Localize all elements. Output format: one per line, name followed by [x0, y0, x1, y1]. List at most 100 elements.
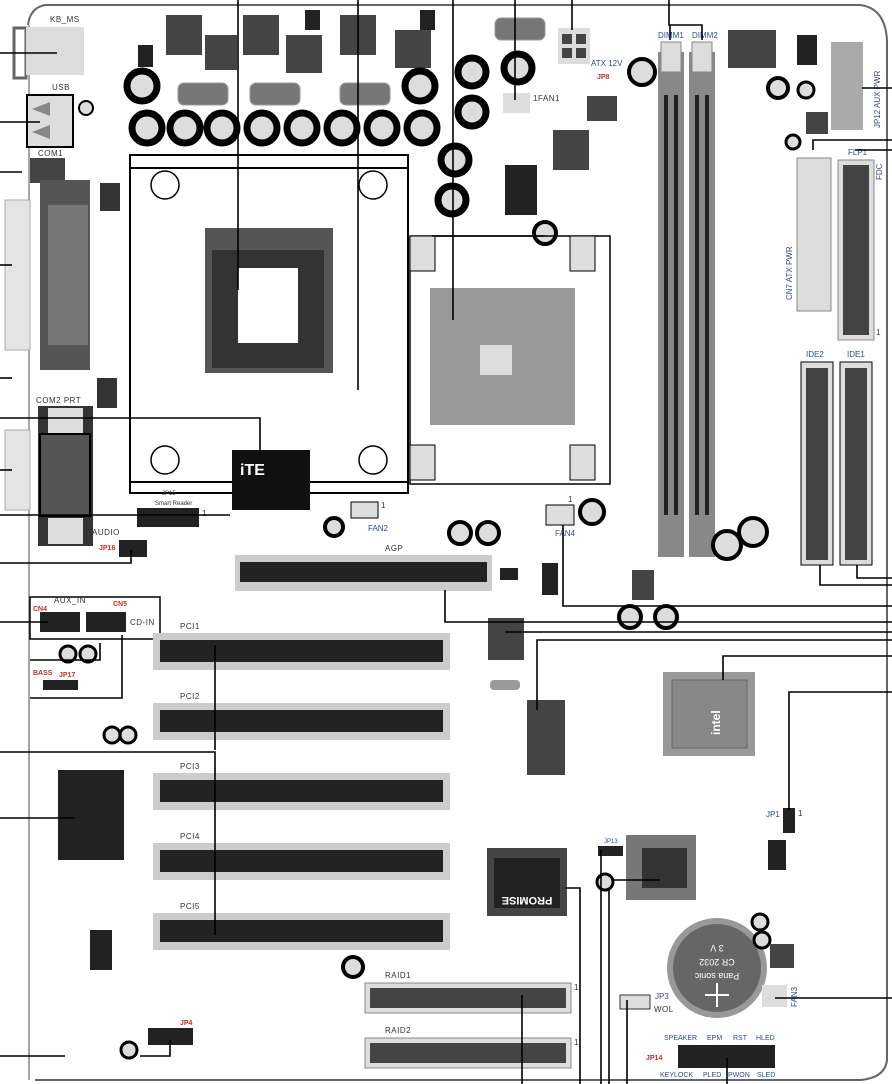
svg-text:BASS: BASS — [33, 670, 53, 677]
pci3-slot: PCI3 — [153, 762, 450, 810]
svg-text:1: 1 — [798, 809, 803, 818]
svg-text:FAN4: FAN4 — [555, 529, 576, 538]
svg-text:JP1: JP1 — [766, 810, 780, 819]
agp-slot: AGP — [235, 544, 492, 591]
svg-text:JP17: JP17 — [59, 672, 75, 679]
svg-text:AUX_IN: AUX_IN — [54, 596, 86, 605]
svg-text:COM2 PRT: COM2 PRT — [36, 396, 81, 405]
svg-text:JP12 AUX PWR: JP12 AUX PWR — [873, 70, 882, 128]
fan3-header: FAN3 — [762, 985, 799, 1007]
atx12v-connector: ATX 12V JP8 — [558, 28, 623, 81]
svg-text:FAN3: FAN3 — [790, 986, 799, 1007]
cmos-battery: 3 V CR 2032 Pana sonic — [667, 918, 767, 1018]
svg-text:FDC: FDC — [875, 163, 884, 180]
northbridge-chip — [409, 235, 611, 485]
jp13-header: JP13 — [598, 839, 623, 856]
svg-text:FAN2: FAN2 — [368, 524, 389, 533]
svg-text:1: 1 — [202, 509, 207, 518]
svg-text:PCI2: PCI2 — [180, 692, 200, 701]
svg-text:ATX 12V: ATX 12V — [591, 59, 623, 68]
pci1-slot: PCI1 — [153, 622, 450, 670]
svg-text:PCI5: PCI5 — [180, 902, 200, 911]
pci2-slot: PCI2 — [153, 692, 450, 740]
svg-text:iTE: iTE — [240, 462, 265, 479]
svg-text:JP16: JP16 — [99, 545, 115, 552]
usb-port: USB — [26, 83, 94, 148]
svg-text:DIMM1: DIMM1 — [658, 31, 684, 40]
svg-text:1: 1 — [568, 495, 573, 504]
svg-text:AGP: AGP — [385, 544, 403, 553]
dimm2-slot: DIMM2 — [689, 31, 718, 557]
jp15-smart-reader-header: JP15 Smart Reader 1 — [137, 491, 207, 527]
audio-codec-chip — [58, 770, 124, 860]
ite-superio-chip: iTE — [232, 450, 310, 510]
svg-text:1: 1 — [574, 1038, 579, 1047]
svg-text:DIMM2: DIMM2 — [692, 31, 718, 40]
svg-text:CD-IN: CD-IN — [130, 618, 155, 627]
svg-text:AUDIO: AUDIO — [92, 528, 120, 537]
svg-text:PLED: PLED — [703, 1072, 721, 1079]
svg-text:PCI3: PCI3 — [180, 762, 200, 771]
aux-in-cd-in-area: AUX_IN CN4 CN5 CD-IN BASS JP17 — [29, 596, 161, 690]
svg-text:JP14: JP14 — [646, 1055, 662, 1062]
svg-text:PWON: PWON — [728, 1072, 750, 1079]
svg-text:CR 2032: CR 2032 — [699, 957, 735, 967]
dimm1-slot: DIMM1 — [658, 31, 684, 557]
lan-chip — [527, 700, 565, 775]
raid1-connector: RAID1 1 — [364, 971, 579, 1014]
svg-text:FLP1: FLP1 — [848, 148, 868, 157]
com2-printer-port: COM2 PRT — [4, 396, 93, 546]
svg-text:3 V: 3 V — [710, 943, 724, 953]
ide2-connector: IDE2 — [800, 350, 834, 566]
ide1-connector: IDE1 — [839, 350, 873, 566]
svg-text:COM1: COM1 — [38, 149, 63, 158]
jp1-header: JP1 1 — [766, 808, 803, 833]
svg-text:IDE2: IDE2 — [806, 350, 824, 359]
jp4-header: JP4 — [148, 1020, 193, 1045]
svg-text:JP3: JP3 — [655, 992, 669, 1001]
raid2-connector: RAID2 1 — [364, 1026, 579, 1069]
cn7-atx-power: CN7 ATX PWR — [785, 157, 832, 312]
svg-text:CN4: CN4 — [33, 606, 47, 613]
bios-chip — [642, 848, 687, 888]
jp3-wol-header: JP3 WOL — [619, 992, 674, 1014]
board-outline — [35, 4, 888, 1081]
svg-text:1: 1 — [381, 501, 386, 510]
svg-text:PCI4: PCI4 — [180, 832, 200, 841]
svg-text:USB: USB — [52, 83, 70, 92]
svg-text:JP15: JP15 — [162, 491, 176, 497]
com1-port: COM1 — [4, 149, 120, 408]
svg-text:RST: RST — [733, 1035, 748, 1042]
svg-text:EPM: EPM — [707, 1035, 722, 1042]
promise-raid-chip: PROMISE — [487, 848, 567, 916]
svg-text:KB_MS: KB_MS — [50, 15, 80, 24]
svg-text:KEYLOCK: KEYLOCK — [660, 1072, 693, 1079]
svg-text:JP13: JP13 — [604, 839, 618, 845]
svg-text:JP8: JP8 — [597, 74, 610, 81]
svg-text:WOL: WOL — [654, 1005, 674, 1014]
svg-text:intel: intel — [709, 710, 723, 735]
svg-text:HLED: HLED — [756, 1035, 775, 1042]
svg-text:SPEAKER: SPEAKER — [664, 1035, 697, 1042]
jp16-audio-header: AUDIO JP16 — [92, 528, 147, 557]
pci5-slot: PCI5 — [153, 902, 450, 950]
fan2-header: 1 FAN2 — [350, 501, 389, 533]
svg-text:RAID1: RAID1 — [385, 971, 411, 980]
svg-text:JP4: JP4 — [180, 1020, 193, 1027]
fan4-header: 1 FAN4 — [545, 495, 576, 538]
svg-text:SLED: SLED — [757, 1072, 775, 1079]
svg-text:CN5: CN5 — [113, 601, 127, 608]
pci4-slot: PCI4 — [153, 832, 450, 880]
svg-text:1: 1 — [876, 328, 881, 337]
svg-text:CN7 ATX PWR: CN7 ATX PWR — [785, 246, 794, 300]
svg-text:Pana sonic: Pana sonic — [694, 971, 739, 981]
jp12-aux-power: JP12 AUX PWR — [831, 42, 882, 130]
svg-text:PROMISE: PROMISE — [502, 894, 553, 906]
kb-ms-port: KB_MS — [12, 15, 84, 80]
svg-text:1: 1 — [574, 983, 579, 992]
vrm-area — [123, 10, 546, 218]
fan1-header: 1FAN1 — [503, 93, 560, 113]
svg-text:PCI1: PCI1 — [180, 622, 200, 631]
